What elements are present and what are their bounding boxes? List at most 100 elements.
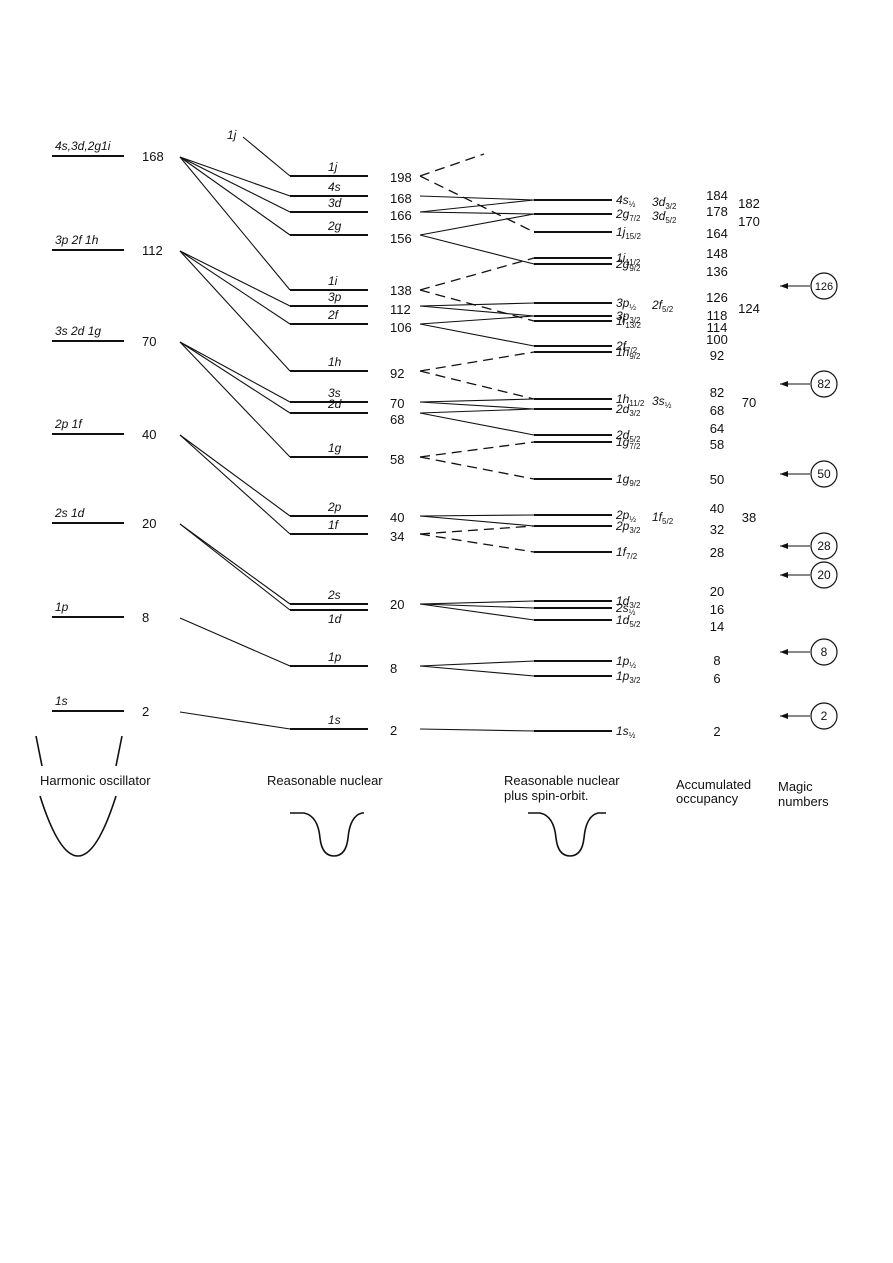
spin-orbit-extra-label: 1f5/2 [652,510,674,526]
nuclear-to-spin-orbit-connector [419,234,535,265]
occupancy-value: 28 [710,545,724,560]
spin-orbit-level-label: 2s½ [615,601,636,617]
occupancy-value: 136 [706,264,728,279]
nuclear-level-label: 2g [327,219,342,233]
intruder-dashed-connector [419,441,535,458]
harmonic-level-count: 70 [142,334,156,349]
nuclear-level-count: 70 [390,396,404,411]
harmonic-to-nuclear-connector [179,250,291,307]
intruder-dashed-connector [419,257,535,291]
occupancy-value: 164 [706,226,728,241]
nuclear-to-spin-orbit-connector [419,665,535,677]
nuclear-level-label: 1g [328,441,342,455]
nuclear-level-label: 3s [328,386,341,400]
magic-number-value: 50 [817,467,831,481]
magic-number-circle [810,532,838,560]
nuclear-to-spin-orbit-connector [419,660,535,667]
magic-numbers-caption-line2: numbers [778,794,829,809]
harmonic-to-nuclear-connector [179,711,291,730]
magic-number-circle [810,638,838,666]
occupancy-caption-line2: occupancy [676,791,739,806]
arrow-head-icon [780,381,788,387]
occupancy-value: 184 [706,188,728,203]
nuclear-level-label: 1f [328,518,340,532]
nuclear-to-spin-orbit-connector [419,408,535,414]
harmonic-well-shape-right [115,735,123,767]
arrow-head-icon [780,649,788,655]
nuclear-to-spin-orbit-connector [419,199,535,213]
magic-number-circle [810,702,838,730]
intruder-dashed-connector [419,370,535,400]
intruder-dashed-connector [419,456,535,480]
occupancy-side-value: 182 [738,196,760,211]
magic-number-value: 82 [817,377,831,391]
harmonic-to-nuclear-connector [179,156,291,236]
intruder-dashed-connector [419,533,535,553]
spin-orbit-level-label: 3p3/2 [616,309,641,325]
intruder-dashed-connector [419,525,535,535]
nuclear-level-label: 4s [328,180,341,194]
magic-number-circle [810,370,838,398]
harmonic-to-nuclear-connector [179,156,291,291]
nuclear-level-label: 1d [328,612,342,626]
occupancy-value: 92 [710,348,724,363]
nuclear-to-spin-orbit-connector [419,195,535,201]
nuclear-level-label: 3p [328,290,342,304]
spin-orbit-level-label: 2g7/2 [615,207,641,223]
harmonic-level-count: 8 [142,610,149,625]
nuclear-level-count: 168 [390,191,412,206]
harmonic-level-count: 2 [142,704,149,719]
spin-orbit-level-label: 1i11/2 [616,251,641,267]
nuclear-level-label: 2p [327,500,342,514]
occupancy-value: 6 [713,671,720,686]
occupancy-side-value: 70 [742,395,756,410]
intruder-1j-label: 1j [227,128,237,142]
arrow-head-icon [780,713,788,719]
nuclear-to-spin-orbit-connector [419,315,535,325]
harmonic-parabola [39,795,117,857]
spin-orbit-well-shape [528,812,606,857]
nuclear-level-count: 112 [390,302,411,317]
nuclear-level-label: 1i [328,274,338,288]
magic-number-circle [810,561,838,589]
harmonic-to-nuclear-connector [179,156,291,213]
occupancy-value: 64 [710,421,724,436]
occupancy-side-value: 170 [738,214,760,229]
harmonic-to-nuclear-connector [179,434,291,517]
occupancy-value: 20 [710,584,724,599]
harmonic-level-label: 4s,3d,2g1i [55,139,111,153]
nuclear-level-count: 92 [390,366,404,381]
nuclear-to-spin-orbit-connector [419,515,535,527]
nuclear-to-spin-orbit-connector [419,603,535,609]
nuclear-level-label: 3d [328,196,342,210]
nuclear-to-spin-orbit-connector [419,514,535,517]
magic-number-circle [810,460,838,488]
spin-orbit-level-label: 2d5/2 [615,428,641,444]
connector-lines [179,136,535,732]
harmonic-level-label: 2p 1f [54,417,83,431]
arrow-head-icon [780,471,788,477]
nuclear-to-spin-orbit-connector [419,302,535,307]
harmonic-oscillator-caption: Harmonic oscillator [40,773,151,788]
spin-orbit-level-label: 2g9/2 [615,257,641,273]
spin-orbit-level-label: 1d5/2 [616,613,641,629]
spin-orbit-level-label: 3p½ [616,296,636,312]
harmonic-to-nuclear-connector [179,341,291,414]
magic-number-value: 8 [821,645,828,659]
nuclear-level-count: 2 [390,723,397,738]
nuclear-to-spin-orbit-connector [419,398,535,403]
occupancy-side-value: 38 [742,510,756,525]
intruder-dashed-connector [419,289,535,322]
harmonic-level-count: 20 [142,516,156,531]
spin-orbit-extra-label: 3s½ [652,394,672,410]
intruder-1j-connector [242,136,291,177]
magic-number-value: 2 [821,709,828,723]
nuclear-level-count: 166 [390,208,412,223]
harmonic-level-label: 2s 1d [54,506,85,520]
nuclear-level-count: 156 [390,231,412,246]
magic-numbers-caption-line1: Magic [778,779,813,794]
nuclear-to-spin-orbit-connector [419,213,535,236]
spin-orbit-level-label: 4s½ [616,193,636,209]
spin-orbit-caption-line1: Reasonable nuclear [504,773,620,788]
nuclear-to-spin-orbit-connector [419,323,535,347]
